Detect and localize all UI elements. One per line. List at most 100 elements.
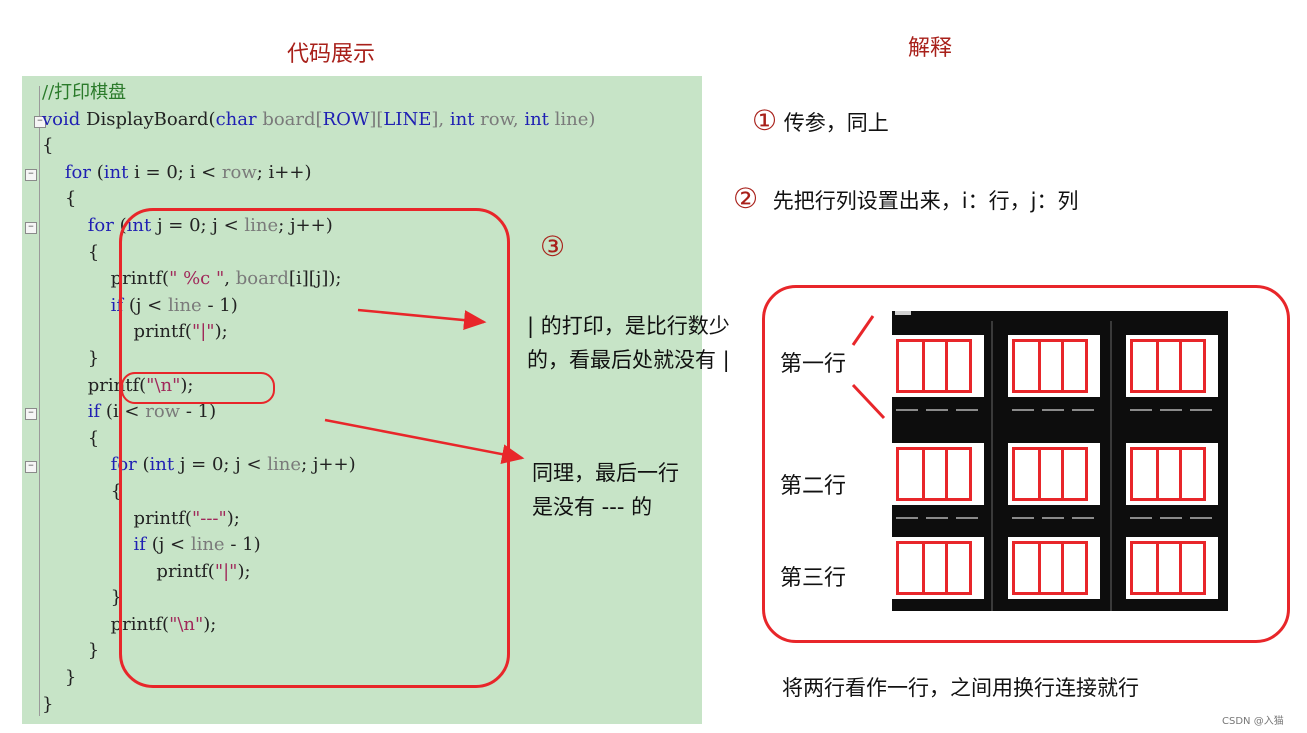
code-token: printf(	[42, 560, 215, 582]
board-cell-background	[1126, 443, 1218, 505]
cell-divider	[945, 342, 948, 390]
code-token: (j <	[145, 534, 191, 556]
code-token: row,	[474, 108, 525, 130]
code-token: - 1)	[201, 294, 238, 316]
code-token: );	[226, 507, 240, 529]
board-cell-highlight	[1012, 447, 1088, 501]
newline-highlight	[121, 372, 275, 404]
code-token: DisplayBoard(	[80, 108, 216, 130]
board-cell-background	[892, 335, 984, 397]
fold-toggle-icon[interactable]: −	[25, 408, 37, 420]
code-line: }	[42, 585, 595, 612]
code-token: "|"	[214, 560, 238, 582]
code-token: row	[221, 161, 257, 183]
code-token: ROW	[322, 108, 370, 130]
code-token: }	[42, 587, 123, 609]
code-token: printf(	[42, 268, 170, 290]
code-token: char	[215, 108, 257, 130]
step-3-badge: ③	[540, 230, 566, 263]
cell-divider	[1038, 342, 1041, 390]
code-token: }	[42, 640, 100, 662]
fold-toggle-icon[interactable]: −	[25, 169, 37, 181]
code-token: i = 0; i <	[128, 161, 222, 183]
board-cell-highlight	[1012, 339, 1088, 393]
pipe-note: | 的打印，是比行数少 的，看最后处就没有 |	[527, 309, 730, 377]
cell-divider	[1156, 342, 1159, 390]
cell-divider	[1179, 342, 1182, 390]
fold-toggle-icon[interactable]: −	[25, 222, 37, 234]
code-token: {	[42, 241, 100, 263]
code-token: );	[214, 321, 228, 343]
row-separator-dash	[1190, 409, 1212, 411]
code-token: //打印棋盘	[42, 82, 127, 103]
fold-toggle-icon[interactable]: −	[25, 461, 37, 473]
step-2-badge: ②	[733, 182, 759, 215]
code-line: {	[42, 240, 595, 267]
code-line: }	[42, 346, 595, 373]
cell-divider	[1061, 544, 1064, 592]
code-token: ,	[224, 268, 236, 290]
arrow-to-pipe-note	[357, 308, 487, 331]
code-token: [i][j]);	[288, 268, 342, 290]
code-token: }	[42, 347, 100, 369]
code-token: "\n"	[169, 613, 204, 635]
code-token: j = 0; j <	[174, 454, 268, 476]
row-separator-dash	[1130, 409, 1152, 411]
code-line: for (int i = 0; i < row; i++)	[42, 160, 595, 187]
code-token: {	[42, 135, 54, 157]
board-cell-background	[1126, 537, 1218, 599]
dash-note-line: 是没有 --- 的	[532, 495, 653, 519]
code-token: );	[203, 613, 217, 635]
cell-divider	[1038, 450, 1041, 498]
row-separator-dash	[956, 409, 978, 411]
board-cell-highlight	[1130, 447, 1206, 501]
code-token: ; j++)	[278, 214, 333, 236]
code-line: void DisplayBoard(char board[ROW][LINE],…	[42, 107, 595, 134]
board-cell-background	[1008, 335, 1100, 397]
cell-divider	[1179, 450, 1182, 498]
code-token: line	[244, 214, 279, 236]
row-separator-dash	[1160, 517, 1182, 519]
code-token: ],	[431, 108, 450, 130]
code-line: if (i < row - 1)	[42, 399, 595, 426]
code-token: ; i++)	[256, 161, 312, 183]
board-cell-background	[892, 537, 984, 599]
bracket-line-bottom	[851, 383, 886, 420]
pipe-note-line: 的，看最后处就没有 |	[527, 348, 730, 372]
code-line: printf("|");	[42, 319, 595, 346]
row-separator-dash	[926, 409, 948, 411]
code-token: );	[237, 560, 251, 582]
code-token: - 1)	[180, 401, 217, 423]
code-token: printf(	[42, 321, 192, 343]
code-line: printf(" %c ", board[i][j]);	[42, 266, 595, 293]
code-line: {	[42, 479, 595, 506]
board-cell-highlight	[1012, 541, 1088, 595]
row-label-2: 第二行	[780, 474, 847, 499]
board-illustration-frame	[762, 285, 1290, 643]
board-cell-highlight	[1130, 339, 1206, 393]
code-token: int	[103, 161, 129, 183]
cell-divider	[1156, 450, 1159, 498]
explanation-item-2: ② 先把行列设置出来，i：行，j：列	[733, 182, 1078, 215]
cell-divider	[1156, 544, 1159, 592]
board-cell-background	[1008, 537, 1100, 599]
row-separator-dash	[926, 517, 948, 519]
board-cell-highlight	[896, 541, 972, 595]
code-token: ; j++)	[301, 454, 356, 476]
fold-toggle-icon[interactable]: −	[34, 116, 46, 128]
code-token: int	[449, 108, 475, 130]
code-line: printf("|");	[42, 559, 595, 586]
code-token: );	[180, 374, 194, 396]
code-token: " %c "	[169, 268, 225, 290]
cell-divider	[1061, 342, 1064, 390]
board-cell-highlight	[896, 339, 972, 393]
row-separator-dash	[1190, 517, 1212, 519]
code-token: for	[42, 454, 137, 476]
code-panel: − − − − − //打印棋盘 void DisplayBoard(char b…	[22, 76, 702, 724]
code-line: }	[42, 638, 595, 665]
cell-divider	[922, 544, 925, 592]
code-token: printf(	[42, 613, 170, 635]
code-token: (	[136, 454, 150, 476]
code-token: line)	[548, 108, 596, 130]
